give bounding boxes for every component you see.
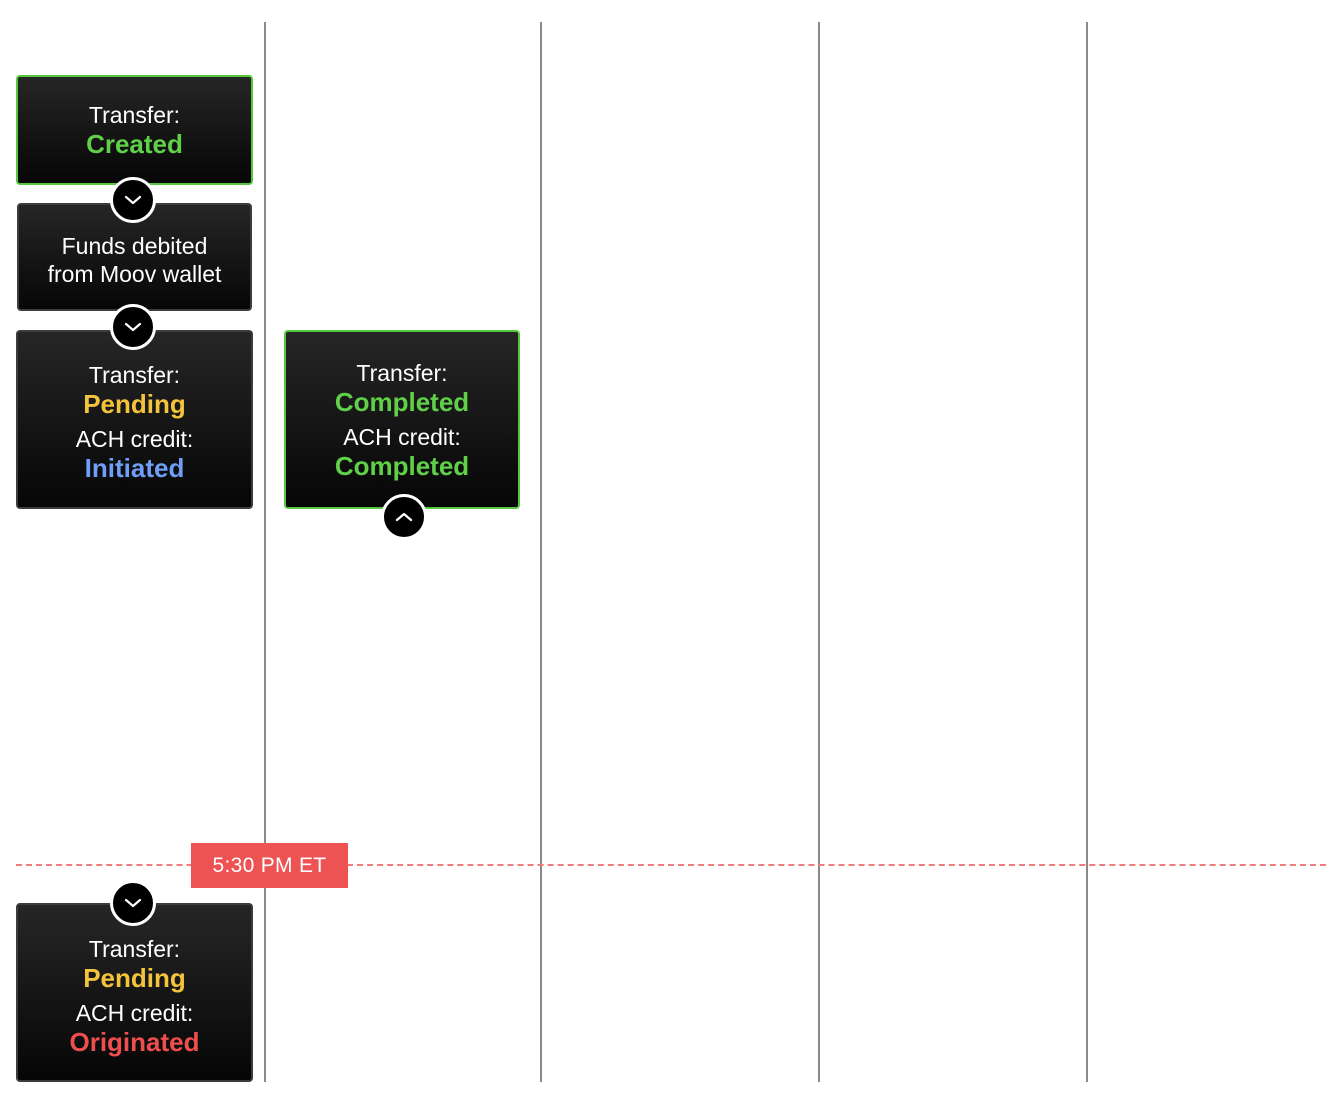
chevron-down-icon (110, 177, 156, 223)
chevron-down-icon (110, 880, 156, 926)
transfer-label: Transfer: (88, 935, 181, 962)
transfer-label: Transfer: (356, 359, 448, 386)
cutoff-time-badge: 5:30 PM ET (191, 843, 348, 888)
ach-credit-status: Completed (334, 450, 470, 481)
transfer-status: Pending (83, 962, 186, 993)
ach-credit-label: ACH credit: (75, 425, 194, 452)
ach-credit-status: Originated (69, 1026, 200, 1057)
transfer-status: Pending (83, 388, 186, 419)
funds-debited-card: Funds debited from Moov wallet (17, 203, 252, 311)
chevron-down-icon (110, 304, 156, 350)
ach-credit-status: Initiated (84, 452, 185, 483)
ach-credit-label: ACH credit: (75, 999, 194, 1026)
column-divider-4 (1086, 22, 1088, 1082)
transfer-created-card: Transfer: Created (16, 75, 253, 185)
transfer-pending-initiated-card: Transfer: Pending ACH credit: Initiated (16, 330, 253, 509)
transfer-status: Completed (334, 386, 470, 417)
funds-debited-line-2: from Moov wallet (47, 261, 222, 287)
funds-debited-line-1: Funds debited (61, 233, 208, 259)
transfer-label: Transfer: (88, 102, 181, 128)
transfer-completed-card: Transfer: Completed ACH credit: Complete… (284, 330, 520, 509)
transfer-label: Transfer: (88, 361, 181, 388)
cutoff-line (16, 864, 1326, 866)
transfer-pending-originated-card: Transfer: Pending ACH credit: Originated (16, 903, 253, 1082)
ach-credit-label: ACH credit: (343, 423, 461, 450)
column-divider-2 (540, 22, 542, 1082)
chevron-up-icon (381, 494, 427, 540)
column-divider-1 (264, 22, 266, 1082)
column-divider-3 (818, 22, 820, 1082)
transfer-status: Created (86, 129, 183, 159)
